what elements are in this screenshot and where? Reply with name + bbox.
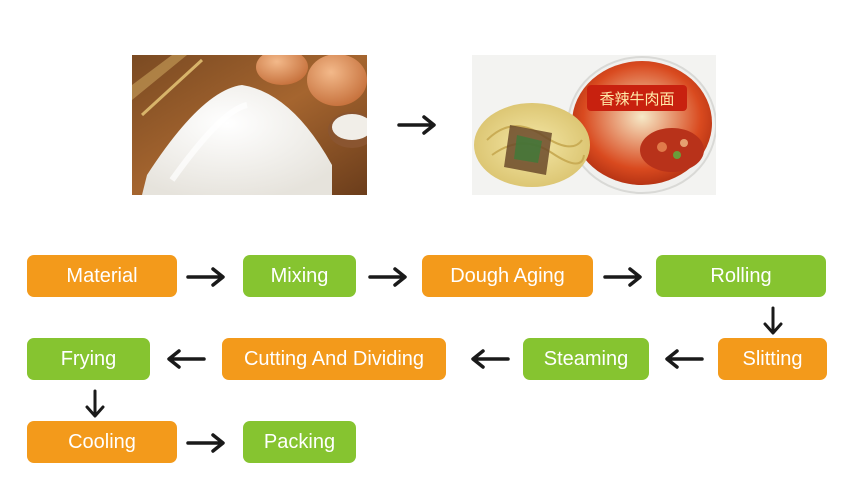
step-frying: Frying [27, 338, 150, 380]
arrow-left-icon [164, 348, 206, 370]
step-steaming: Steaming [523, 338, 649, 380]
step-rolling: Rolling [656, 255, 826, 297]
arrow-right-icon [368, 266, 410, 288]
step-dough-aging: Dough Aging [422, 255, 593, 297]
step-material: Material [27, 255, 177, 297]
arrow-right-icon [186, 432, 228, 454]
package-label: 香辣牛肉面 [599, 90, 674, 108]
step-packing: Packing [243, 421, 356, 463]
arrow-down-icon [84, 389, 106, 419]
arrow-left-icon [468, 348, 510, 370]
arrow-left-icon [662, 348, 704, 370]
arrow-right-icon [186, 266, 228, 288]
instant-noodles-photo: 香辣牛肉面 [472, 55, 716, 195]
arrow-right-icon [603, 266, 645, 288]
arrow-right-icon [397, 114, 439, 136]
arrow-down-icon [762, 306, 784, 336]
step-cutting-and-dividing: Cutting And Dividing [222, 338, 446, 380]
step-slitting: Slitting [718, 338, 827, 380]
flour-and-eggs-photo [132, 55, 367, 195]
step-mixing: Mixing [243, 255, 356, 297]
step-cooling: Cooling [27, 421, 177, 463]
